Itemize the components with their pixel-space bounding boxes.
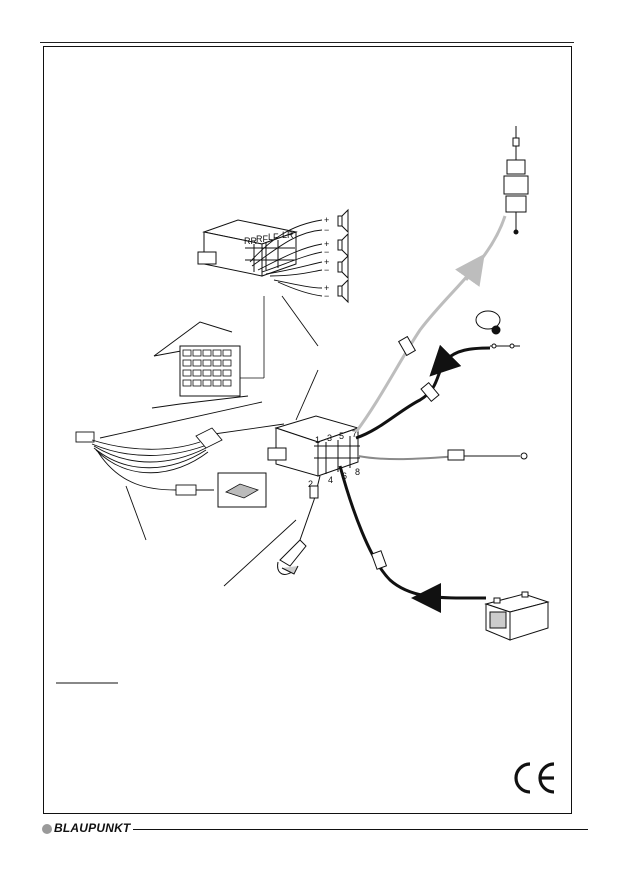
pin-label-8: 8 (355, 467, 360, 477)
ignition-cable (355, 346, 491, 440)
svg-text:+: + (324, 215, 329, 225)
harness-bundle (75, 427, 223, 496)
battery-icon (484, 591, 550, 641)
ignition-key-icon (475, 310, 520, 349)
channel-label-lf: LF (268, 232, 279, 242)
polarity-labels: +− +− +− +− (324, 215, 329, 301)
pin-label-4: 4 (328, 475, 333, 485)
speaker-connector-block (197, 219, 298, 277)
antenna-icon (503, 126, 529, 235)
red-cable (357, 455, 520, 461)
svg-text:−: − (324, 247, 329, 257)
speaker-icon (337, 208, 349, 304)
footer-rule (133, 829, 588, 830)
svg-text:+: + (324, 283, 329, 293)
channel-label-lr: LR (282, 230, 294, 240)
telephone-cable (299, 475, 321, 541)
svg-text:+: + (324, 257, 329, 267)
brand-dot-icon (42, 824, 52, 834)
footer-brand: BLAUPUNKT (40, 821, 588, 839)
antenna-fuse (397, 335, 417, 357)
main-connector-block (267, 415, 360, 477)
ce-mark-icon (511, 760, 557, 796)
radio-slot-grid (182, 349, 232, 387)
svg-text:−: − (324, 291, 329, 301)
antenna-cable (354, 215, 507, 433)
svg-text:−: − (324, 225, 329, 235)
diagram-frame (43, 46, 572, 814)
ignition-fuse (420, 381, 440, 403)
channel-label-rf: RF (256, 234, 268, 244)
pin-label-5: 5 (339, 431, 344, 441)
battery-fuse (370, 550, 388, 570)
pin-label-3: 3 (327, 433, 332, 443)
red-cable-fuse (447, 449, 465, 461)
pin-label-2: 2 (308, 479, 313, 489)
module-icon (217, 472, 267, 508)
speaker-wires (249, 219, 323, 297)
battery-cable (338, 465, 486, 600)
pin-label-1: 1 (315, 435, 320, 445)
pin-label-6: 6 (342, 471, 347, 481)
top-rule (40, 42, 574, 43)
telephone-icon (277, 539, 307, 575)
svg-text:+: + (324, 239, 329, 249)
brand-name: BLAUPUNKT (54, 821, 131, 835)
svg-text:−: − (324, 265, 329, 275)
pin-label-7: 7 (352, 429, 357, 439)
leader-lines (99, 295, 319, 587)
channel-label-rr: RR (244, 236, 257, 246)
